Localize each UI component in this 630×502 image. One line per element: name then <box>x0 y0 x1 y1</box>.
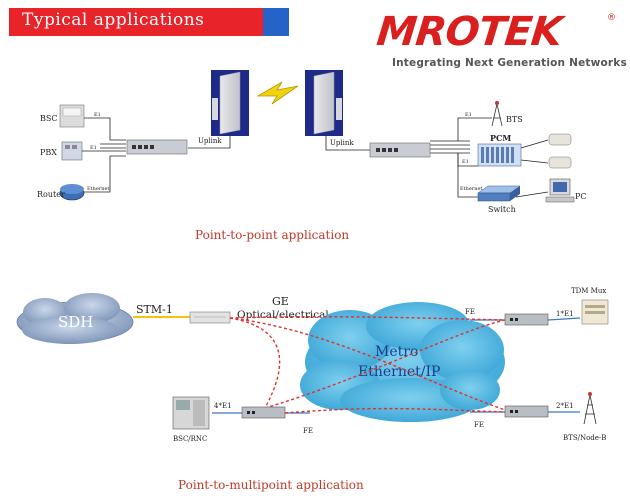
e1-2-label: 2*E1 <box>556 402 574 410</box>
bsc-rnc-icon <box>173 397 209 429</box>
right-uplink-label: Uplink <box>330 139 354 147</box>
router-label: Router <box>37 190 65 199</box>
left-e1-b-label: E1 <box>90 145 97 151</box>
fe-top-label: FE <box>465 308 475 316</box>
switch-icon <box>478 186 520 201</box>
optical-electrical-label: Optical/electrical <box>237 309 329 321</box>
right-converter-device-icon <box>370 143 430 157</box>
metro-label: Metro <box>375 344 418 360</box>
pc-icon <box>546 179 574 202</box>
converter-top-right-icon <box>505 314 548 325</box>
telephone-icon <box>549 134 571 168</box>
left-e1-a-label: E1 <box>94 112 101 118</box>
pcm-device-icon <box>478 144 521 166</box>
ge-label: GE <box>272 295 289 308</box>
stm1-label: STM-1 <box>136 303 173 316</box>
bsc-icon <box>60 105 84 127</box>
left-ethernet-label: Ethernet <box>87 186 109 192</box>
left-converter-device-icon <box>127 140 187 154</box>
p2mp-caption: Point-to-multipoint application <box>178 478 364 492</box>
switch-label: Switch <box>488 205 516 214</box>
pbx-label: PBX <box>40 148 57 157</box>
bsc-rnc-label: BSC/RNC <box>173 435 207 443</box>
wireless-link-bolt-icon <box>258 82 298 104</box>
bts-label: BTS <box>506 115 523 124</box>
right-ethernet-label: Ethernet <box>460 186 482 192</box>
metro-ethernet-ip-label: Ethernet/IP <box>358 364 440 380</box>
left-uplink-label: Uplink <box>198 137 222 145</box>
converter-bottom-left-icon <box>242 407 285 418</box>
pc-label: PC <box>575 192 587 201</box>
sdh-label: SDH <box>58 313 93 331</box>
right-e1-b-label: E1 <box>462 159 469 165</box>
p2p-caption: Point-to-point application <box>195 228 349 242</box>
left-radio-antenna-icon <box>211 70 249 136</box>
right-e1-a-label: E1 <box>465 112 472 118</box>
fe-bottom-left-label: FE <box>303 427 313 435</box>
pcm-label: PCM <box>490 133 511 143</box>
bts-nodeb-label: BTS/Node-B <box>563 434 606 442</box>
converter-bottom-right-icon <box>505 406 548 417</box>
left-links <box>82 118 230 192</box>
fe-bottom-right-label: FE <box>474 421 484 429</box>
pbx-icon <box>62 142 82 160</box>
right-radio-antenna-icon <box>305 70 343 136</box>
tdm-mux-icon <box>582 300 608 324</box>
bts-nodeb-tower-icon <box>584 392 596 424</box>
e1-1-label: 1*E1 <box>556 310 574 318</box>
e1-4-label: 4*E1 <box>214 402 232 410</box>
sdh-gateway-device-icon <box>190 312 230 323</box>
tdm-mux-label: TDM Mux <box>571 287 606 295</box>
bts-tower-icon <box>492 101 502 126</box>
bsc-label: BSC <box>40 114 57 123</box>
